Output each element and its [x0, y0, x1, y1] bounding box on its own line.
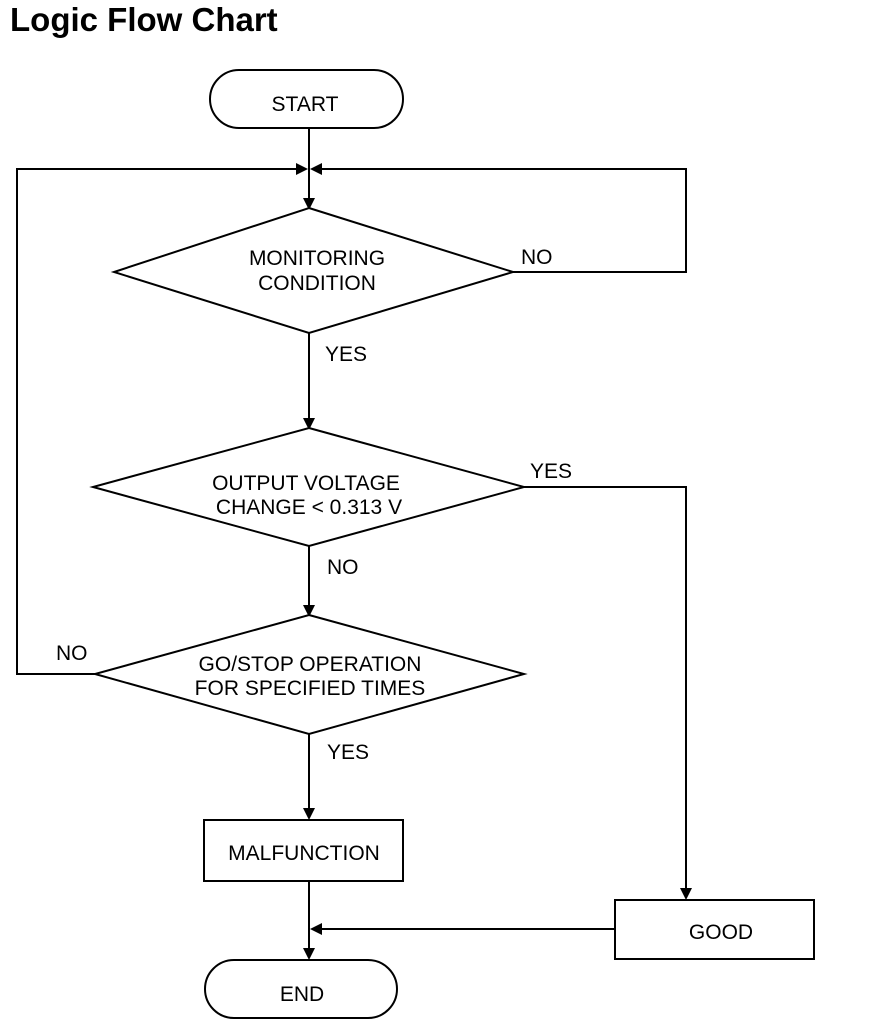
gostop-label-line1: GO/STOP OPERATION — [199, 653, 422, 676]
end-node: END — [204, 959, 398, 1019]
monitoring-no-loop-line — [320, 168, 687, 273]
monitoring-decision: MONITORING CONDITION — [110, 206, 517, 335]
voltage-label-line1: OUTPUT VOLTAGE — [212, 472, 400, 495]
good-box — [614, 899, 815, 960]
voltage-no-label: NO — [327, 556, 359, 579]
start-node: START — [209, 69, 404, 129]
arrow-into-good — [680, 888, 692, 900]
gostop-label-line2: FOR SPECIFIED TIMES — [195, 677, 426, 700]
arrowheads — [296, 163, 692, 960]
page-title: Logic Flow Chart — [10, 1, 278, 38]
gostop-decision: GO/STOP OPERATION FOR SPECIFIED TIMES — [91, 613, 528, 736]
end-terminator — [204, 959, 398, 1019]
good-node: GOOD — [614, 899, 815, 960]
good-label: GOOD — [689, 921, 753, 944]
gostop-no-label: NO — [56, 642, 88, 665]
monitoring-yes-label: YES — [325, 343, 367, 366]
malfunction-label: MALFUNCTION — [228, 842, 380, 865]
arrow-into-end — [303, 948, 315, 960]
arrow-into-malfunction — [303, 808, 315, 820]
start-label: START — [272, 93, 339, 116]
monitoring-diamond — [110, 206, 517, 335]
monitoring-label-line1: MONITORING — [249, 247, 385, 270]
voltage-yes-label: YES — [530, 460, 572, 483]
malfunction-box — [203, 819, 404, 882]
arrow-good-to-end — [310, 923, 322, 935]
monitoring-no-label: NO — [521, 246, 553, 269]
connectors — [16, 128, 687, 950]
voltage-decision: OUTPUT VOLTAGE CHANGE < 0.313 V — [89, 426, 528, 548]
gostop-yes-label: YES — [327, 741, 369, 764]
voltage-diamond — [89, 426, 528, 548]
voltage-yes-to-good-line — [524, 486, 687, 890]
monitoring-label-line2: CONDITION — [258, 272, 376, 295]
arrow-into-gostop — [303, 605, 315, 617]
gostop-diamond — [91, 613, 528, 736]
malfunction-node: MALFUNCTION — [203, 819, 404, 882]
arrow-into-voltage — [303, 418, 315, 430]
voltage-label-line2: CHANGE < 0.313 V — [216, 496, 402, 519]
arrow-loop-left — [296, 163, 308, 175]
arrow-loop-right — [310, 163, 322, 175]
arrow-into-monitoring — [303, 198, 315, 210]
end-label: END — [280, 983, 324, 1006]
gostop-no-loop-line — [16, 168, 298, 675]
start-terminator — [209, 69, 404, 129]
